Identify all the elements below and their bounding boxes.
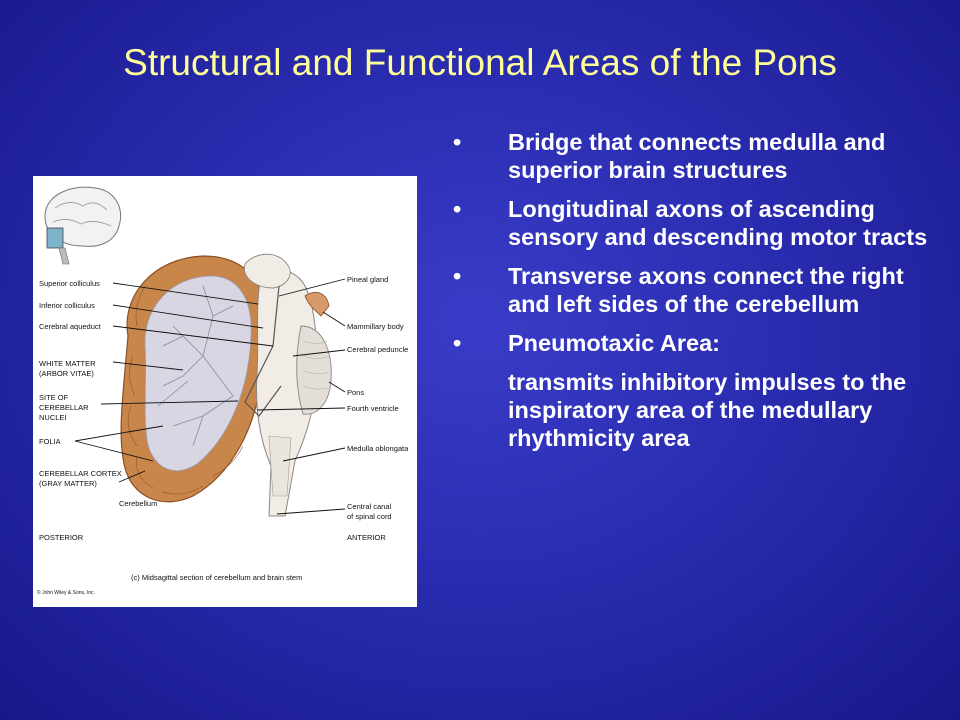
brain-stem-illustration: Superior colliculus Inferior colliculus … xyxy=(37,186,409,596)
label-cerebellar-cortex: CEREBELLAR CORTEX xyxy=(39,469,122,478)
bullet-text: Bridge that connects medulla and superio… xyxy=(508,129,886,183)
pons-diagram: Superior colliculus Inferior colliculus … xyxy=(33,176,417,607)
bullet-text: Transverse axons connect the right and l… xyxy=(508,263,904,317)
bullet-dot: • xyxy=(453,129,462,155)
slide-title: Structural and Functional Areas of the P… xyxy=(123,42,837,83)
label-cerebral-aqueduct: Cerebral aqueduct xyxy=(39,322,102,331)
label-nuclei: NUCLEI xyxy=(39,413,67,422)
label-inferior-colliculus: Inferior colliculus xyxy=(39,301,95,310)
label-white-matter: WHITE MATTER xyxy=(39,359,96,368)
label-pineal-gland: Pineal gland xyxy=(347,275,388,284)
label-gray-matter: (GRAY MATTER) xyxy=(39,479,97,488)
label-mammillary-body: Mammillary body xyxy=(347,322,404,331)
brain-thumbnail-icon xyxy=(44,186,121,265)
label-folia: FOLIA xyxy=(39,437,61,446)
bullet-item: • Transverse axons connect the right and… xyxy=(447,262,952,318)
label-pons: Pons xyxy=(347,388,364,397)
label-posterior: POSTERIOR xyxy=(39,533,84,542)
label-superior-colliculus: Superior colliculus xyxy=(39,279,100,288)
label-arbor-vitae: (ARBOR VITAE) xyxy=(39,369,94,378)
label-cerebral-peduncle: Cerebral peduncle xyxy=(347,345,408,354)
bullet-text: Longitudinal axons of ascending sensory … xyxy=(508,196,928,250)
label-cerebellar: CEREBELLAR xyxy=(39,403,89,412)
figure-copyright: © John Wiley & Sons, Inc. xyxy=(37,589,95,596)
bullet-dot: • xyxy=(453,196,462,222)
bullet-list: • Bridge that connects medulla and super… xyxy=(447,128,952,452)
bullet-item: • Pneumotaxic Area: xyxy=(447,329,952,357)
label-central-canal: Central canal xyxy=(347,502,392,511)
bullet-text: Pneumotaxic Area: xyxy=(508,330,721,356)
pneumotaxic-description: transmits inhibitory impulses to the ins… xyxy=(508,369,907,451)
label-cerebellum: Cerebellum xyxy=(119,499,157,508)
label-fourth-ventricle: Fourth ventricle xyxy=(347,404,399,413)
bullet-item: • Longitudinal axons of ascending sensor… xyxy=(447,195,952,251)
label-anterior: ANTERIOR xyxy=(347,533,386,542)
bullet-dot: • xyxy=(453,330,462,356)
label-medulla-oblongata: Medulla oblongata xyxy=(347,444,409,453)
figure-caption: (c) Midsagittal section of cerebellum an… xyxy=(131,573,302,582)
bullet-item: • Bridge that connects medulla and super… xyxy=(447,128,952,184)
label-site-of: SITE OF xyxy=(39,393,69,402)
label-of-spinal-cord: of spinal cord xyxy=(347,512,392,521)
bullet-dot: • xyxy=(453,263,462,289)
